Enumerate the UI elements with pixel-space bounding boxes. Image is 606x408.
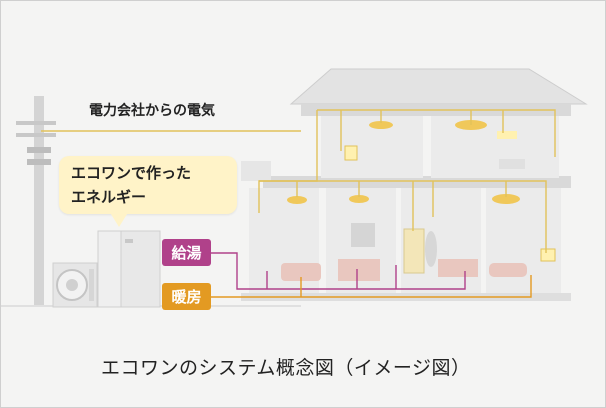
hot-water-lines bbox=[211, 252, 466, 290]
hot-water-tag: 給湯 bbox=[162, 239, 211, 266]
water-heater-tank bbox=[97, 230, 161, 308]
power-company-label: 電力会社からの電気 bbox=[89, 103, 215, 119]
bubble-tail bbox=[109, 211, 129, 227]
bubble-text-line-1: エコワンで作った bbox=[71, 164, 192, 182]
heating-tag: 暖房 bbox=[162, 283, 211, 310]
diagram-caption: エコワンのシステム概念図（イメージ図） bbox=[101, 357, 471, 379]
heat-pump-unit bbox=[52, 262, 98, 308]
bubble-text-line-2: エネルギー bbox=[71, 188, 147, 206]
utility-pole bbox=[16, 96, 56, 306]
energy-speech-bubble: エコワンで作った エネルギー bbox=[59, 156, 237, 214]
house bbox=[241, 68, 588, 301]
heating-lines bbox=[211, 275, 532, 298]
power-lines bbox=[41, 109, 556, 253]
